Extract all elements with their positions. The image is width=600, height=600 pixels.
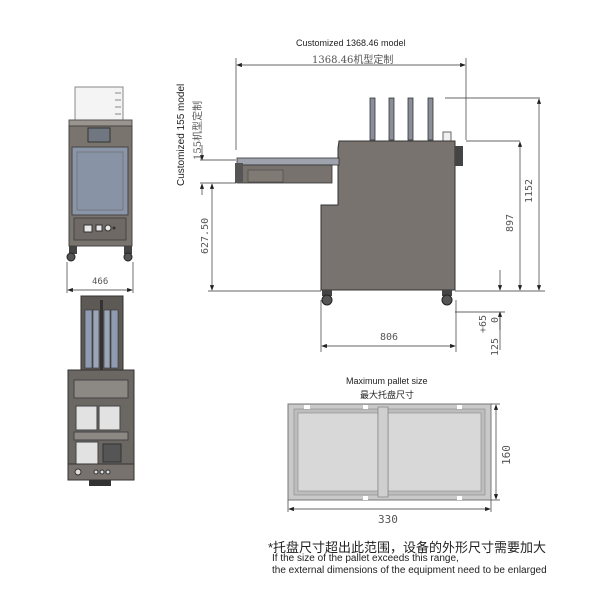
footnote-en-line2: the external dimensions of the equipment… — [272, 565, 547, 576]
footnote-cn: *托盘尺寸超出此范围，设备的外形尺寸需要加大 — [268, 540, 547, 555]
footnote-en-line1: If the size of the pallet exceeds this r… — [272, 553, 459, 564]
front-view-machine — [66, 86, 133, 262]
pallet-title-en: Maximum pallet size — [346, 376, 428, 386]
dimension-body-width: 806 — [380, 332, 399, 343]
pallet-height-dimension: 160 — [500, 445, 513, 465]
pallet-title-cn: 最大托盘尺寸 — [360, 390, 415, 400]
pallet-width-dimension: 330 — [378, 513, 398, 526]
top-dimension-label-en: Customized 1368.46 model — [296, 38, 406, 48]
dimension-offset-min: 125 — [490, 337, 501, 356]
pallet-dimension-lines — [287, 403, 500, 512]
dimension-offset-zero: 0 — [490, 316, 501, 323]
top-dimension-label-cn: 1368.46机型定制 — [312, 55, 394, 66]
dimension-tray-height: 627.50 — [200, 217, 211, 254]
dimension-offset-plus: +65 — [478, 314, 489, 333]
pallet-drawing — [287, 403, 492, 501]
top-view-machine — [67, 295, 135, 486]
side-view-machine — [235, 97, 463, 306]
left-dimension-label-en: Customized 155 model — [176, 83, 187, 186]
dimension-front-width: 466 — [92, 277, 109, 287]
dimension-total-height: 1152 — [524, 178, 535, 203]
side-view-dimension-lines — [199, 58, 545, 352]
left-dimension-label-cn: 155机型定制 — [193, 100, 204, 160]
dimension-body-height: 897 — [505, 213, 516, 232]
